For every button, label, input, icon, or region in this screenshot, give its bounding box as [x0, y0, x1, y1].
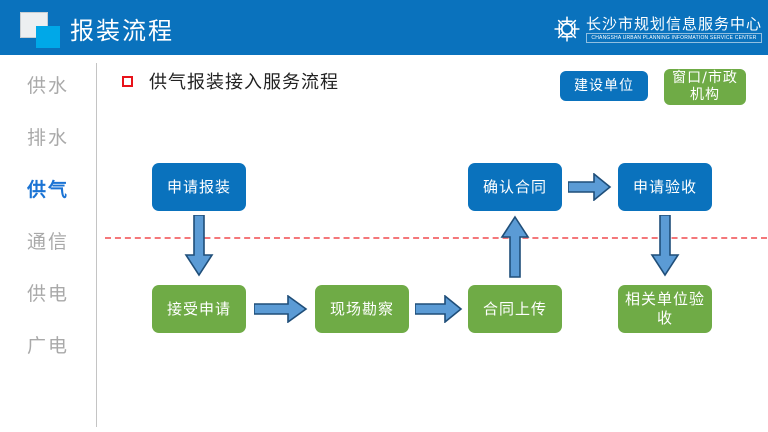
sidebar-item-gas-supply[interactable]: 供气 — [26, 179, 69, 201]
red-square-outline-icon — [122, 76, 133, 87]
arrow-down-apply-to-accept — [184, 215, 214, 277]
swimlane-divider — [105, 237, 767, 239]
flow-node-apply[interactable]: 申请报装 — [152, 163, 246, 211]
content-area: 供气报装接入服务流程 建设单位 窗口/市政 机构 申请报装 确认合同 申请验收 … — [96, 55, 768, 432]
organization-name-cn: 长沙市规划信息服务中心 — [585, 14, 762, 33]
flow-node-confirm[interactable]: 确认合同 — [468, 163, 562, 211]
arrow-down-inspect-req-to-accept-unit — [650, 215, 680, 277]
flow-node-survey[interactable]: 现场勘察 — [315, 285, 409, 333]
legend-builder-unit: 建设单位 — [560, 71, 648, 101]
sidebar-item-drainage[interactable]: 排水 — [26, 127, 69, 149]
logo-square-cyan — [36, 26, 60, 48]
page-title: 报装流程 — [70, 17, 174, 45]
legend-window-line1: 窗口/市政 — [672, 70, 738, 86]
logo-square-gray — [20, 12, 48, 38]
arrow-right-confirm-to-inspect-req — [568, 173, 612, 201]
legend-window-line2: 机构 — [690, 87, 720, 103]
arrow-right-accept-to-survey — [254, 295, 308, 323]
two-squares-logo-icon — [18, 12, 64, 48]
flow-node-inspect-req[interactable]: 申请验收 — [618, 163, 712, 211]
flow-node-accept[interactable]: 接受申请 — [152, 285, 246, 333]
organization-name-block: 长沙市规划信息服务中心 CHANGSHA URBAN PLANNING INFO… — [585, 14, 762, 43]
app-header: 报装流程 长沙市规划信息服务中心 CHANGSHA URBAN PLANNING… — [0, 0, 768, 55]
sidebar-item-water-supply[interactable]: 供水 — [26, 75, 69, 97]
legend-window-municipal: 窗口/市政 机构 — [664, 69, 746, 105]
section-title: 供气报装接入服务流程 — [149, 72, 339, 93]
arrow-right-survey-to-upload — [415, 295, 463, 323]
flow-node-upload[interactable]: 合同上传 — [468, 285, 562, 333]
sidebar-item-broadcasting[interactable]: 广电 — [26, 335, 69, 357]
arrow-up-upload-to-confirm — [500, 215, 530, 278]
flow-node-accept-unit[interactable]: 相关单位验收 — [618, 285, 712, 333]
sidebar-item-communication[interactable]: 通信 — [26, 231, 69, 253]
sidebar-nav[interactable]: 供水 排水 供气 通信 供电 广电 — [0, 55, 96, 432]
organization-logo: 长沙市规划信息服务中心 CHANGSHA URBAN PLANNING INFO… — [553, 12, 762, 46]
gear-snowflake-icon — [554, 16, 580, 42]
sidebar-divider — [96, 63, 97, 427]
sidebar-item-power-supply[interactable]: 供电 — [26, 283, 69, 305]
organization-name-en: CHANGSHA URBAN PLANNING INFORMATION SERV… — [585, 32, 762, 43]
